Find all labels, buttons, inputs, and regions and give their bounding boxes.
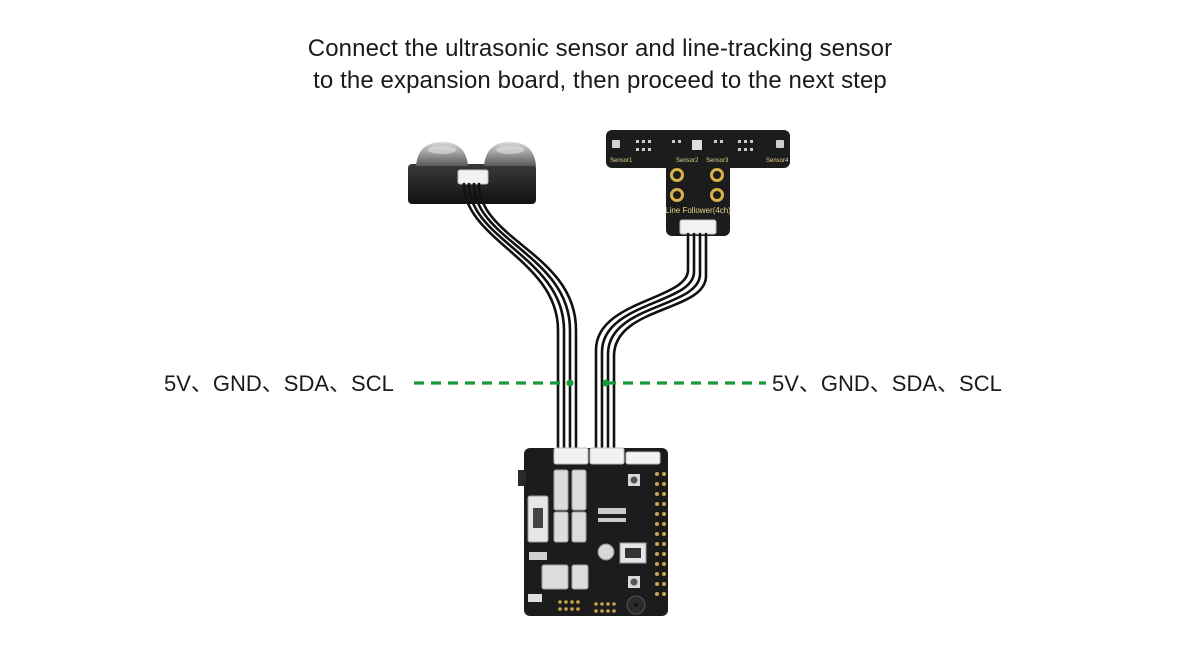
right-guide-dot: [603, 380, 610, 387]
board-connector-3: [626, 452, 660, 464]
left-pin-label: 5V、GND、SDA、SCL: [164, 370, 394, 398]
ultrasonic-connector: [458, 170, 488, 184]
line-follower-board: Sensor1 Sensor2 Sensor3 Sensor4 Line Fol…: [606, 130, 790, 236]
board-connector-1: [554, 448, 588, 464]
expansion-board: [518, 448, 668, 616]
line-follower-connector: [680, 220, 716, 234]
line-follower-cable: [596, 234, 706, 452]
left-guide-dot: [567, 380, 574, 387]
sensor2-label: Sensor2: [676, 158, 699, 164]
right-pin-label: 5V、GND、SDA、SCL: [772, 370, 1002, 398]
sensor4-label: Sensor4: [766, 158, 789, 164]
board-connector-2: [590, 448, 624, 464]
ultrasonic-cable: [464, 184, 576, 452]
ultrasonic-sensor: [408, 142, 536, 204]
line-follower-label: Line Follower(4ch): [665, 206, 731, 215]
sensor3-label: Sensor3: [706, 158, 729, 164]
sensor1-label: Sensor1: [610, 158, 633, 164]
